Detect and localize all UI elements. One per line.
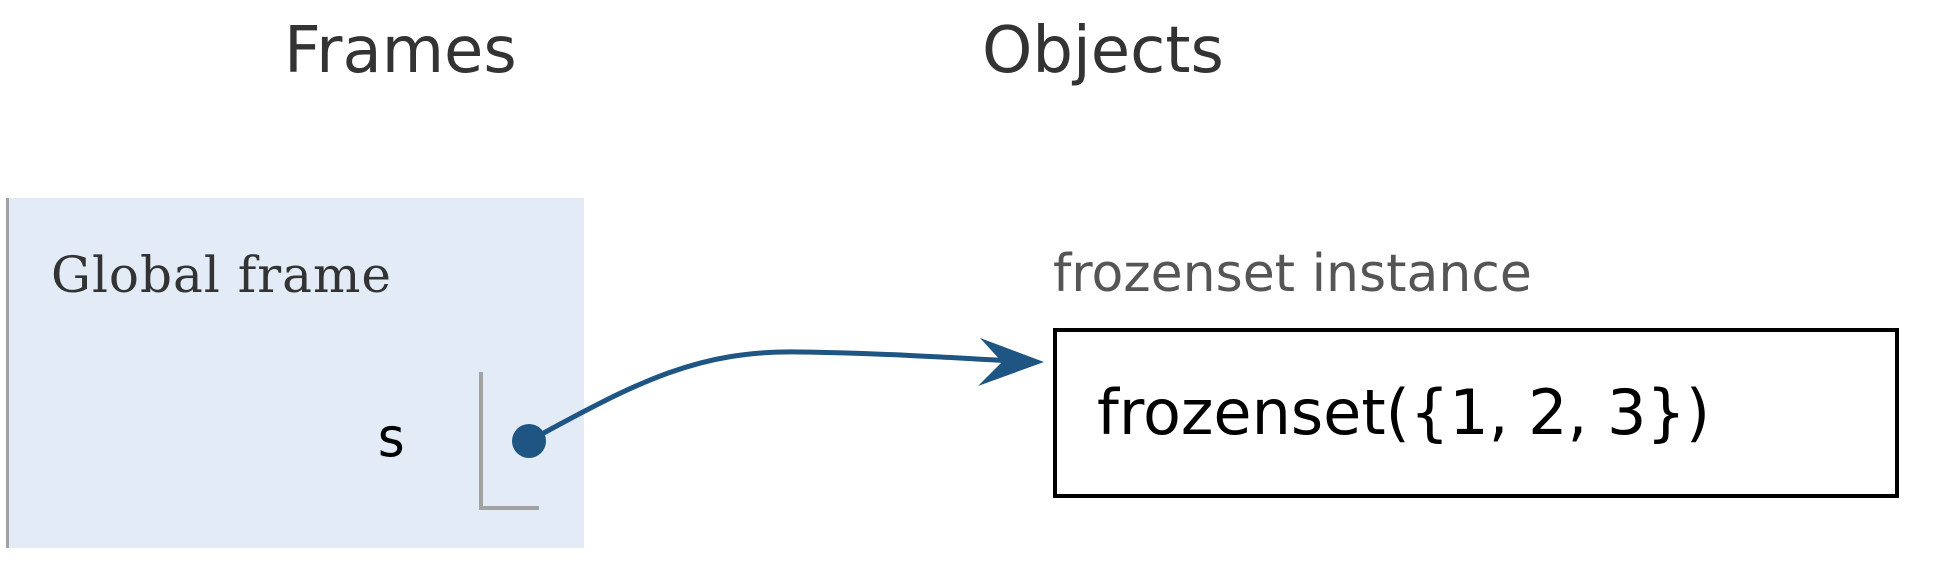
frame-name: Global frame [51,246,392,304]
global-frame: Global frame s [6,198,584,548]
pointer-line [527,349,1031,444]
object-value: frozenset({1, 2, 3}) [1097,376,1711,449]
objects-column-title: Objects [982,14,1224,88]
variable-value-cell [479,372,539,510]
variable-name: s [375,406,408,469]
frozenset-object: frozenset({1, 2, 3}) [1053,328,1899,498]
arrowhead-icon [978,338,1044,386]
object-type-label: frozenset instance [1053,244,1532,304]
frames-column-title: Frames [284,14,517,88]
